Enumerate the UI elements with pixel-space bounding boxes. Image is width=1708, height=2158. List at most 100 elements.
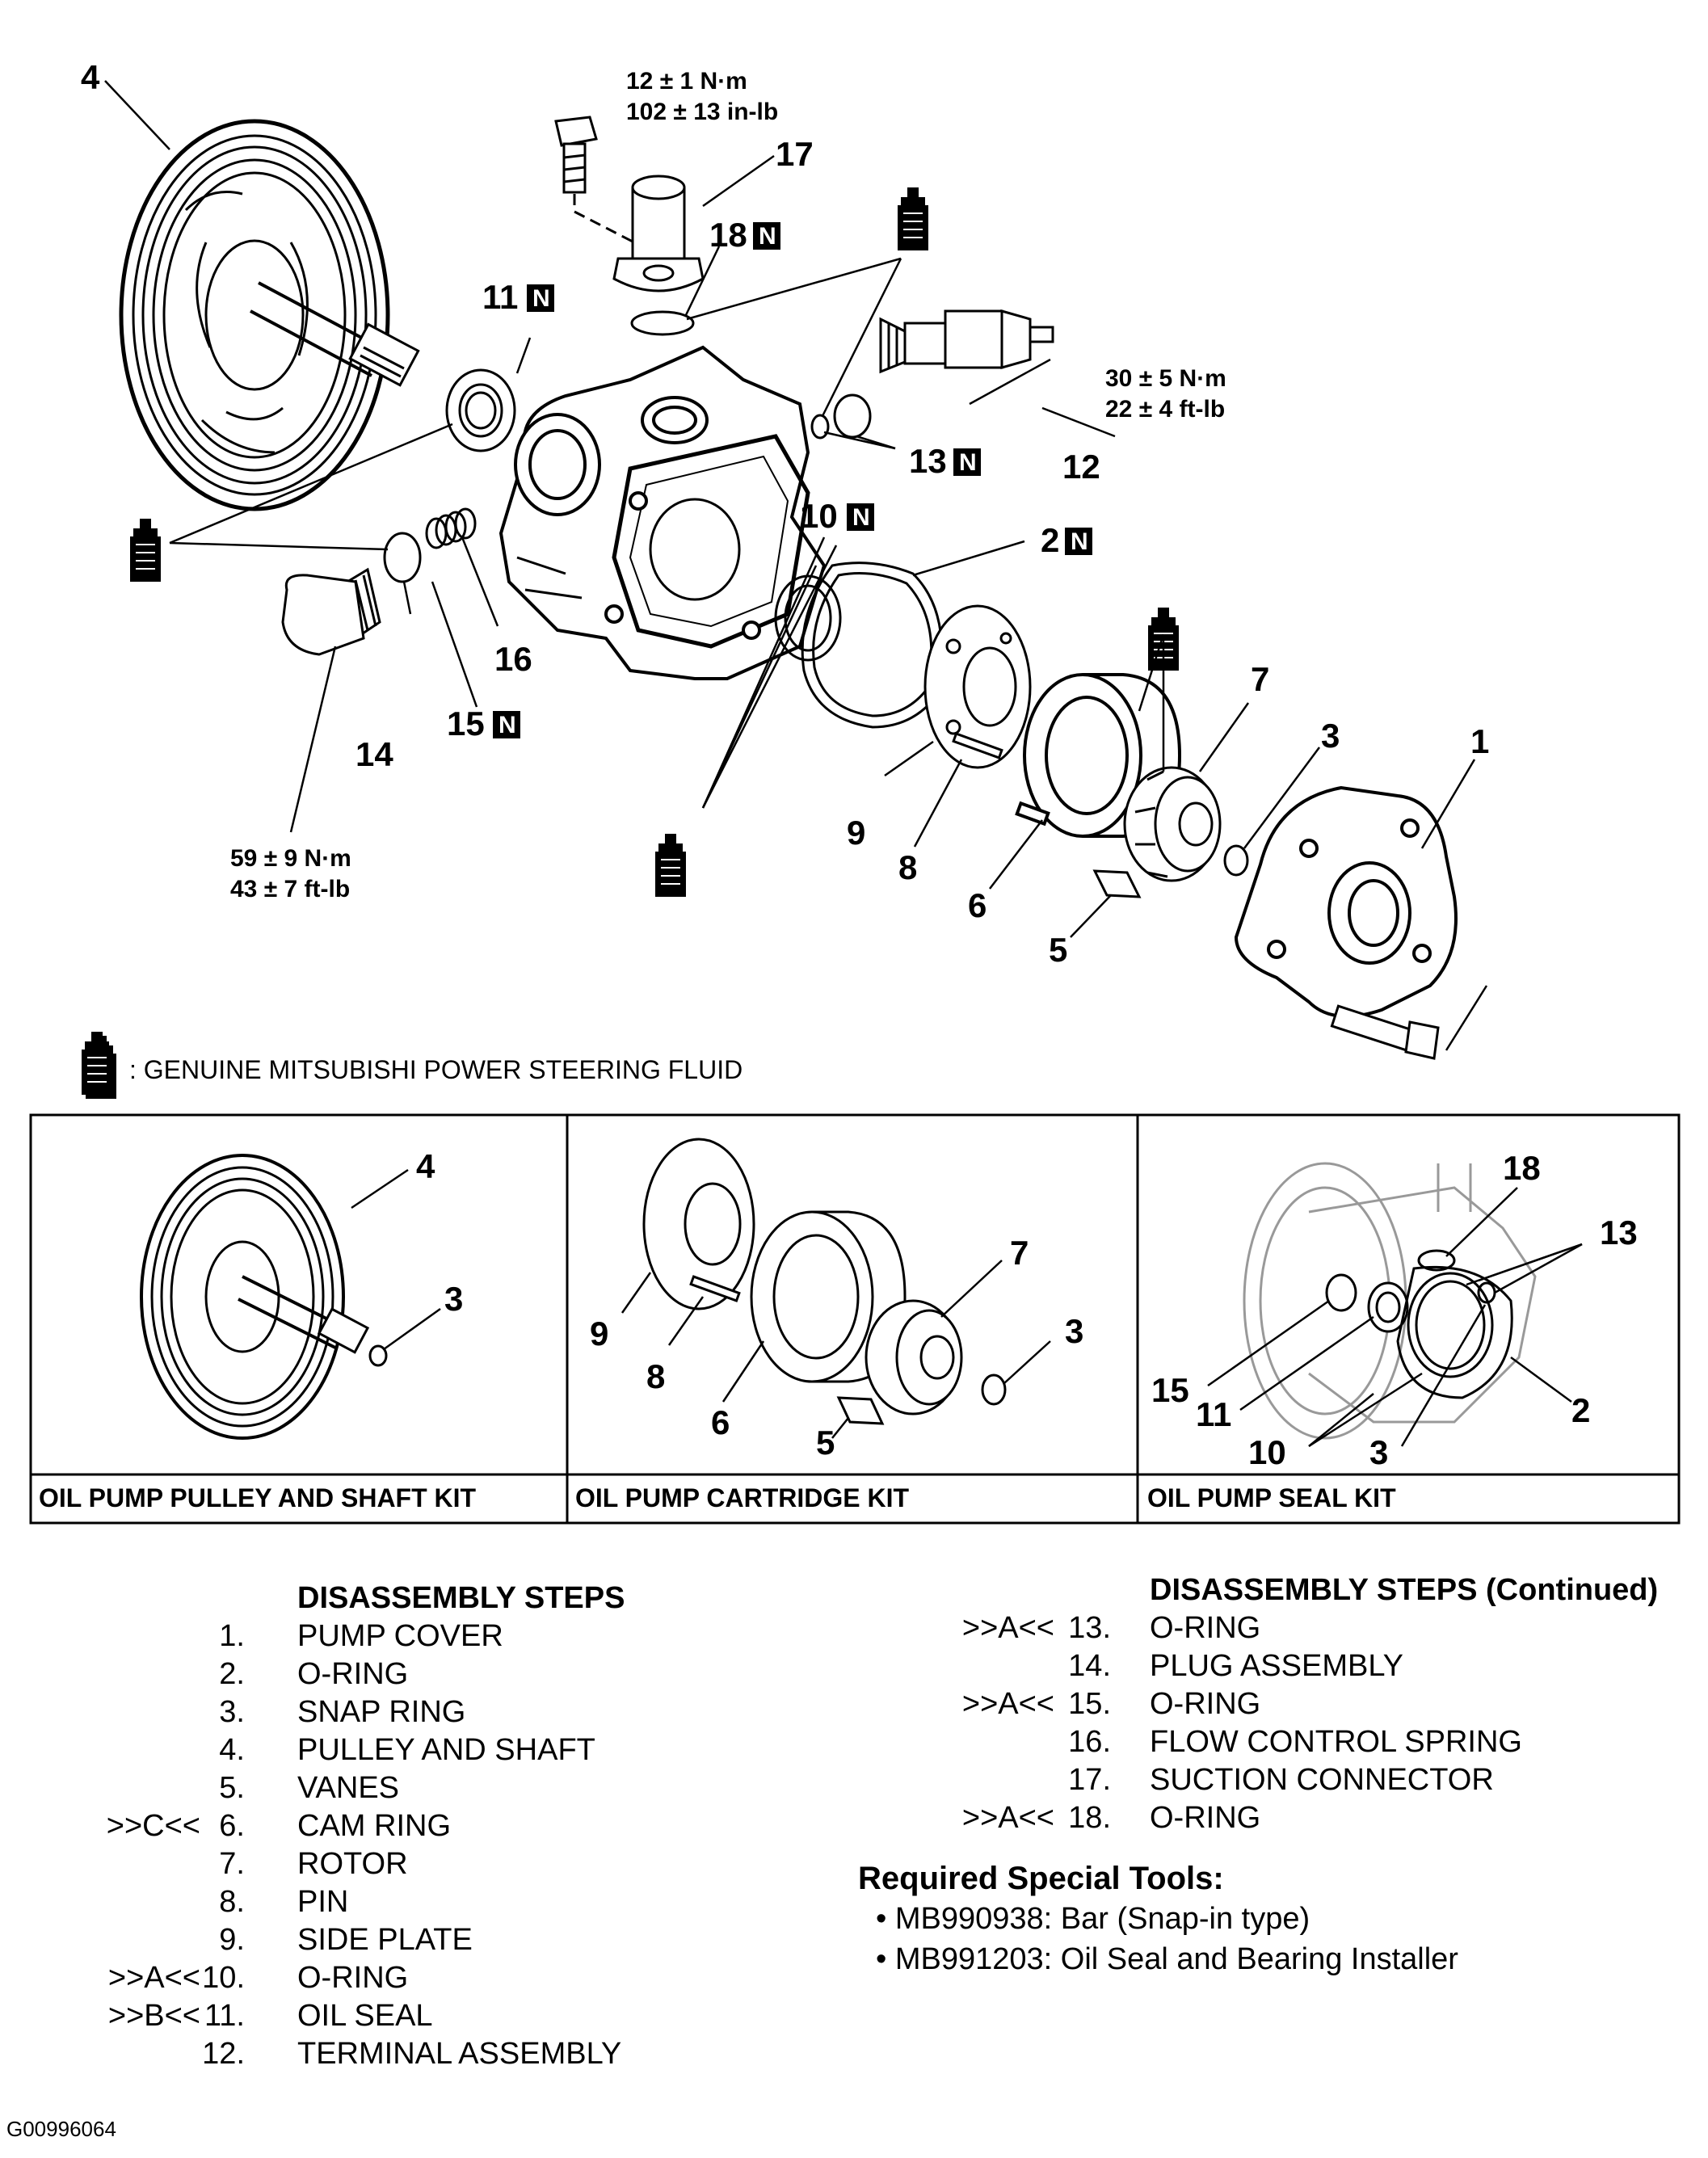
panel2-label-6: 6 [711, 1403, 730, 1441]
step-name: PULLEY AND SHAFT [297, 1733, 595, 1767]
pump-body [501, 347, 824, 679]
step-name: TERMINAL ASSEMBLY [297, 2037, 622, 2071]
step-name: VANES [297, 1771, 400, 1805]
panel2-label-5: 5 [816, 1424, 835, 1462]
step-row: 17.SUCTION CONNECTOR [893, 1761, 1701, 1799]
flow-control-spring [427, 509, 475, 548]
label-4: 4 [81, 58, 100, 96]
disassembly-title-continued: DISASSEMBLY STEPS (Continued) [1150, 1573, 1659, 1607]
step-name: ROTOR [297, 1847, 408, 1881]
step-name: O-RING [297, 1961, 409, 1995]
panel3-label-11: 11 [1196, 1395, 1231, 1433]
torque-17-metric: 12 ± 1 N·m [626, 68, 747, 95]
vane [1095, 871, 1139, 897]
step-name: O-RING [1150, 1687, 1261, 1721]
step-name: SIDE PLATE [297, 1923, 473, 1957]
panel2-label-8: 8 [646, 1357, 665, 1395]
fluid-bottle-icon [81, 1031, 113, 1096]
panel1-label-4: 4 [416, 1147, 435, 1185]
label-5: 5 [1049, 931, 1067, 969]
side-plate [925, 606, 1030, 768]
torque-specs: 12 ± 1 N·m 102 ± 13 in-lb 30 ± 5 N·m 22 … [230, 68, 1226, 902]
panel3-leaders [1208, 1188, 1582, 1446]
new-part-marks: N N N N N N [493, 222, 1092, 738]
torque-14-imperial: 43 ± 7 ft-lb [230, 876, 350, 902]
step-row: 14.PLUG ASSEMBLY [893, 1647, 1701, 1685]
step-row: 12. TERMINAL ASSEMBLY [97, 2035, 711, 2073]
panel-cartridge-kit [644, 1139, 1005, 1424]
step-row: 4.PULLEY AND SHAFT [97, 1731, 711, 1769]
step-number: 8. [219, 1885, 245, 1919]
step-row: 7. ROTOR [97, 1845, 711, 1883]
panel2-label-3: 3 [1065, 1312, 1083, 1350]
tools-title: Required Special Tools: [858, 1861, 1224, 1896]
torque-17-imperial: 102 ± 13 in-lb [626, 99, 778, 125]
step-name: PLUG ASSEMBLY [1150, 1649, 1403, 1683]
pump-cover [1236, 788, 1456, 1016]
leader-lines [105, 81, 1487, 1050]
o-ring-13a [812, 415, 828, 438]
o-ring-15 [385, 533, 420, 582]
step-mark: >>A<< [961, 1801, 1054, 1835]
step-number: 6. [219, 1809, 245, 1843]
panel-pulley-kit [141, 1155, 440, 1438]
step-row: 16.FLOW CONTROL SPRING [893, 1723, 1701, 1761]
step-mark: >>A<< [961, 1611, 1054, 1645]
panel2-label-7: 7 [1010, 1234, 1029, 1272]
label-11: 11 [482, 278, 518, 316]
tool-item: • MB990938: Bar (Snap-in type) [876, 1902, 1310, 1936]
step-number: 10. [202, 1961, 245, 1995]
terminal-assembly [881, 311, 1053, 372]
step-number: 3. [219, 1695, 245, 1729]
cover-bolt [1331, 1006, 1438, 1058]
step-row: >>B<<11. OIL SEAL [97, 1997, 711, 2035]
step-number: 12. [202, 2037, 245, 2071]
panel3-label-2: 2 [1571, 1391, 1590, 1429]
step-mark: >>C<< [106, 1809, 200, 1843]
step-name: O-RING [1150, 1611, 1261, 1645]
step-row: >>A<<15.O-RING [893, 1685, 1701, 1723]
label-15: 15 [447, 705, 485, 742]
step-name: FLOW CONTROL SPRING [1150, 1725, 1522, 1759]
pin [953, 734, 1002, 758]
step-mark: >>B<< [107, 1999, 200, 2033]
step-row: 9.SIDE PLATE [97, 1921, 711, 1959]
part-labels: 4 17 18 11 13 12 10 2 16 15 14 7 3 1 9 8… [81, 58, 1489, 969]
panel-caption-pulley-kit: OIL PUMP PULLEY AND SHAFT KIT [39, 1483, 477, 1512]
kit-panels [31, 1115, 1679, 1523]
panel-caption-cartridge-kit: OIL PUMP CARTRIDGE KIT [575, 1483, 910, 1512]
label-17: 17 [776, 135, 814, 173]
step-row: 8.PIN [97, 1883, 711, 1921]
step-row: 1.PUMP COVER [97, 1617, 711, 1655]
panel3-label-10: 10 [1248, 1433, 1286, 1471]
pulley-and-shaft [121, 121, 419, 509]
label-7: 7 [1251, 660, 1269, 698]
step-number: 18. [1068, 1801, 1111, 1835]
step-row: >>A<< 13. O-RING [893, 1609, 1701, 1647]
step-number: 11. [204, 1999, 245, 2033]
step-number: 7. [219, 1847, 245, 1881]
panel3-label-13: 13 [1600, 1214, 1638, 1251]
label-6: 6 [968, 886, 987, 924]
label-9: 9 [847, 814, 865, 852]
tool-item: • MB991203: Oil Seal and Bearing Install… [876, 1942, 1458, 1976]
step-number: 5. [219, 1771, 245, 1805]
required-tools: Required Special Tools: • MB990938: Bar … [858, 1858, 1458, 1979]
step-mark: >>A<< [107, 1961, 200, 1995]
step-row: 3. SNAP RING [97, 1693, 711, 1731]
svg-text:N: N [499, 712, 516, 738]
fluid-legend: : GENUINE MITSUBISHI POWER STEERING FLUI… [129, 1055, 743, 1084]
step-name: SNAP RING [297, 1695, 466, 1729]
step-number: 15. [1068, 1687, 1111, 1721]
panel3-label-18: 18 [1503, 1149, 1541, 1187]
o-ring-18 [632, 312, 693, 334]
label-2: 2 [1041, 521, 1059, 559]
step-name: PUMP COVER [297, 1619, 503, 1653]
step-name: OIL SEAL [297, 1999, 433, 2033]
torque-12-metric: 30 ± 5 N·m [1105, 365, 1226, 392]
panel2-leaders [622, 1260, 1050, 1438]
step-number: 13. [1068, 1611, 1111, 1645]
rotor [1125, 768, 1220, 881]
step-row: 2.O-RING [97, 1655, 711, 1693]
svg-text:N: N [959, 449, 977, 476]
